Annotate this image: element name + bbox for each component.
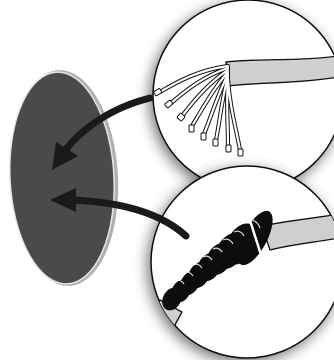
grommet-callout [128,166,334,360]
round-panel [4,67,123,288]
stripped-wires-callout [153,0,334,190]
